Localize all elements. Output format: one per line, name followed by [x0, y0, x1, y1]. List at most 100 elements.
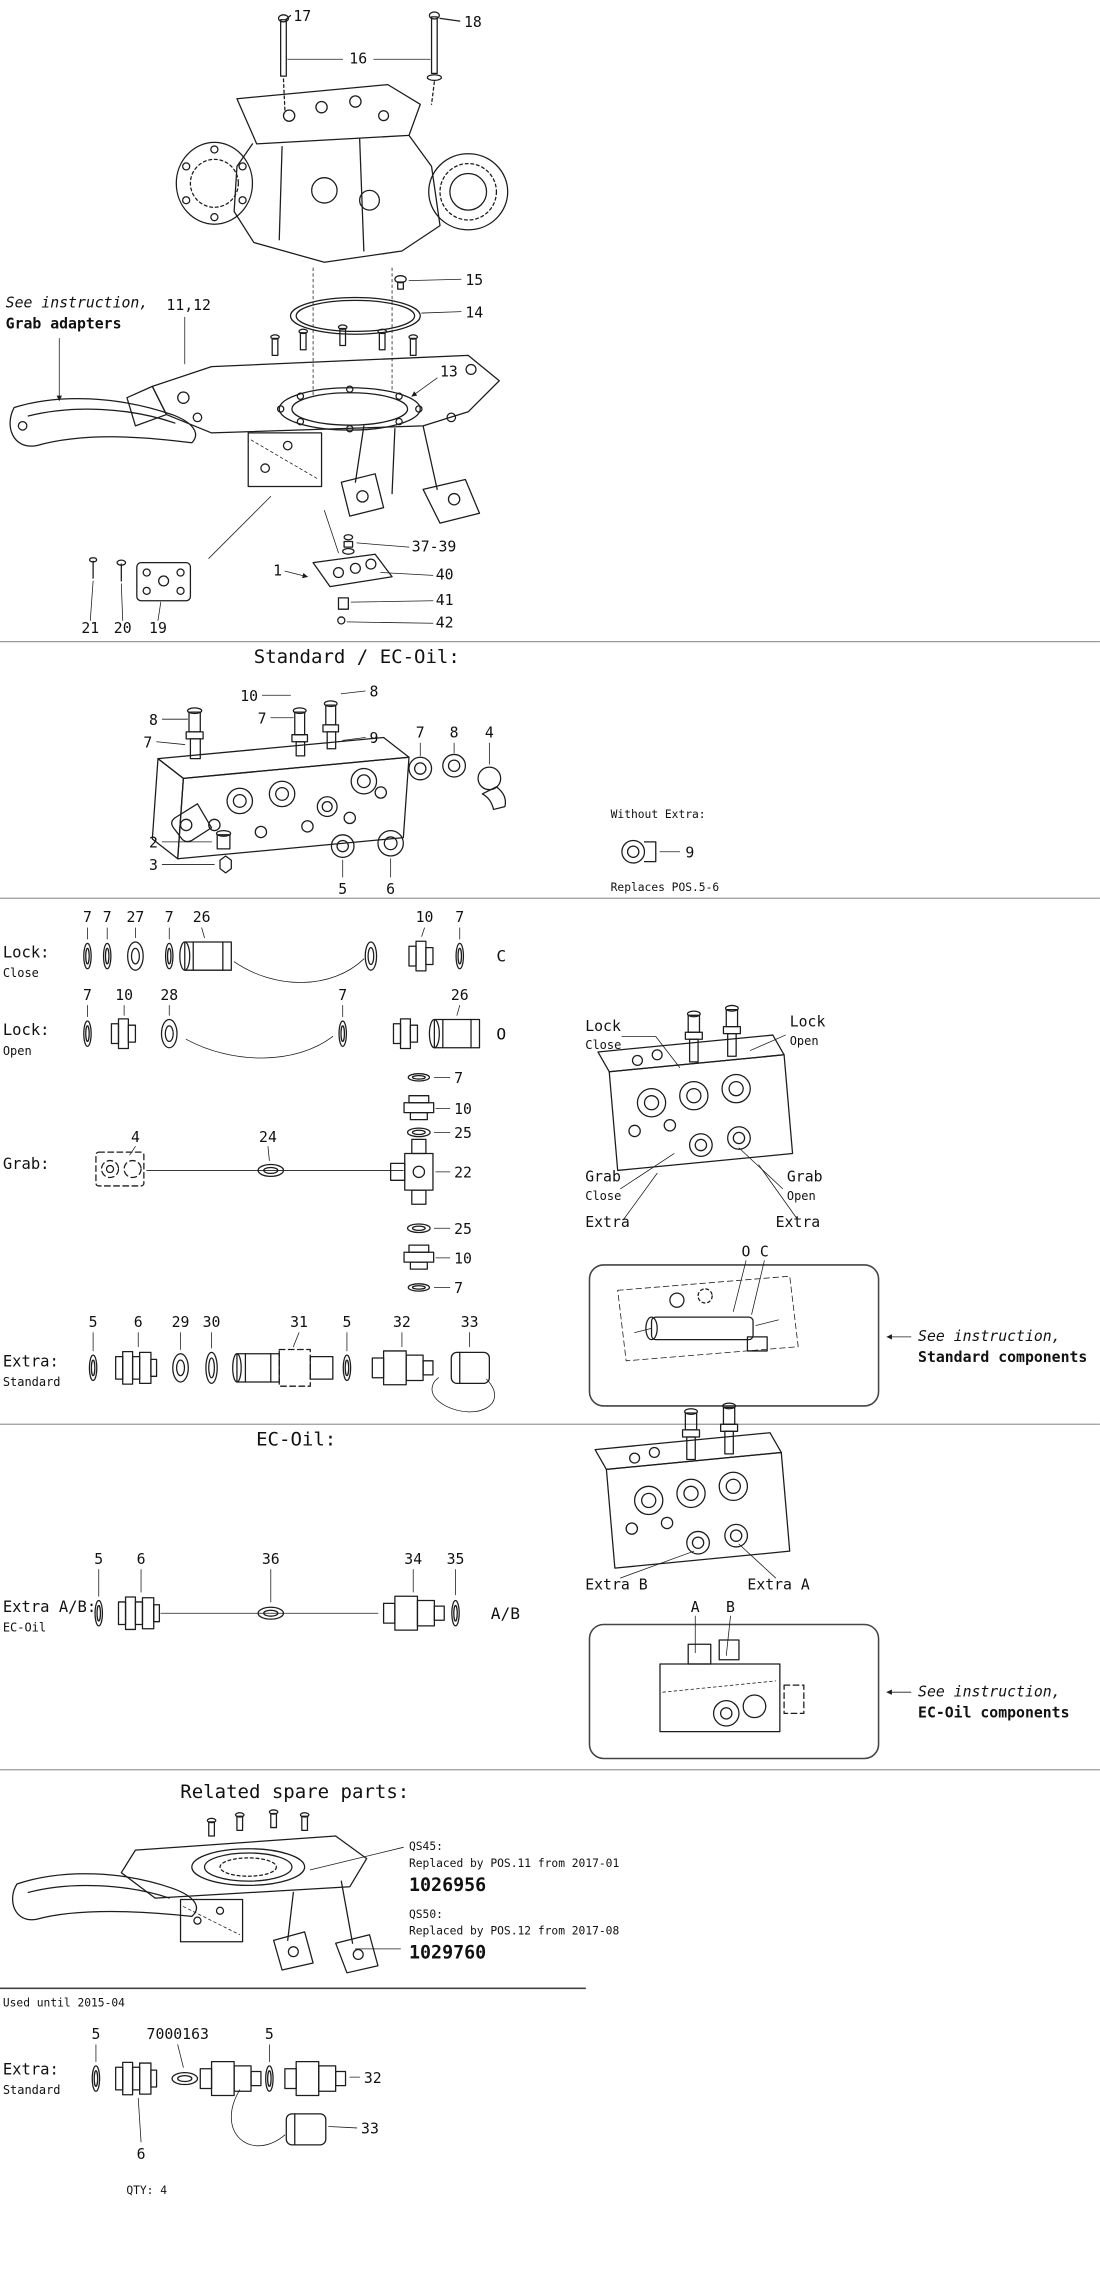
callout: 31 [290, 1314, 308, 1331]
callout: 5 [94, 1551, 103, 1568]
exploded-view-section: 17 18 16 [6, 8, 509, 637]
valve-lock-open-l1: Lock [790, 1014, 826, 1031]
callout: 30 [203, 1314, 221, 1331]
callout-20: 20 [114, 620, 132, 637]
lock-open-row: Lock: Open 7 10 28 7 26 O [3, 987, 506, 1059]
callout: 10 [416, 909, 434, 926]
callout: 29 [172, 1314, 190, 1331]
see-instruction-note-line1: See instruction, [918, 1328, 1061, 1345]
port-letter-c: C [496, 947, 506, 966]
extra-ab-row: Extra A/B: EC-Oil 5 6 36 34 35 A/B [3, 1551, 520, 1635]
callout-5: 5 [338, 881, 347, 898]
extra-old-label: Extra: [3, 2060, 59, 2078]
ecoil-valve-block [594, 1402, 791, 1579]
callout-42: 42 [436, 615, 454, 632]
extra-standard-old-row: 5 7000163 5 Extra: Standard 32 33 6 QTY:… [3, 2026, 382, 2197]
port-letter-a: A [691, 1599, 700, 1616]
callout-16: 16 [349, 50, 367, 67]
callout-40: 40 [436, 567, 454, 584]
callout-14: 14 [465, 304, 483, 321]
lock-close-label: Lock: [3, 943, 50, 961]
ecoil-title: EC-Oil: [256, 1428, 336, 1450]
callout: 7 [454, 1070, 463, 1087]
grab-label: Grab: [3, 1155, 50, 1173]
callout: 24 [259, 1129, 277, 1146]
callout: 33 [361, 2121, 379, 2138]
callout-3: 3 [149, 857, 158, 874]
callout-10: 10 [240, 688, 258, 705]
callout-18: 18 [464, 14, 482, 31]
qty-note: QTY: 4 [126, 2184, 167, 2197]
qs50-note: Replaced by POS.12 from 2017-08 [409, 1925, 619, 1938]
extra-standard-row: Extra: Standard 5 6 29 30 31 5 32 33 [3, 1314, 495, 1413]
port-letter-o: O [496, 1024, 506, 1043]
callout: 35 [447, 1551, 465, 1568]
qs50-label: QS50: [409, 1908, 443, 1921]
extra-ab-sublabel: EC-Oil [3, 1621, 46, 1635]
callout: 6 [137, 2146, 146, 2163]
plate-19-drawing [88, 557, 192, 621]
standard-ecoil-title: Standard / EC-Oil: [254, 646, 460, 668]
callout: 26 [193, 909, 211, 926]
callout: 7000163 [147, 2026, 209, 2043]
related-spare-parts-title: Related spare parts: [180, 1781, 409, 1803]
callout: 7 [455, 909, 464, 926]
extra-ab-label: Extra A/B: [3, 1598, 96, 1616]
callout-1: 1 [273, 562, 282, 579]
callout-37-39: 37-39 [412, 538, 457, 555]
standard-valve-block: Lock Close Lock Open Grab Close Grab Ope… [585, 1004, 826, 1231]
see-instruction-note-line2: Standard components [918, 1349, 1087, 1366]
valve-lock-open-l2: Open [790, 1034, 819, 1048]
see-instruction-note-line1: See instruction, [6, 294, 149, 311]
callout: 10 [454, 1101, 472, 1118]
callout: 32 [393, 1314, 411, 1331]
port-letter-b: B [726, 1599, 735, 1616]
valve-extra-right: Extra [776, 1214, 821, 1231]
lock-open-label: Lock: [3, 1021, 50, 1039]
callout-4: 4 [485, 725, 494, 742]
rotator-body-drawing [175, 78, 509, 396]
mini-valve-drawing [284, 534, 434, 625]
callout-8: 8 [450, 725, 459, 742]
callout: 5 [265, 2026, 274, 2043]
lock-close-row: Lock: Close 7 7 27 7 26 10 7 [3, 909, 506, 983]
callout: 7 [165, 909, 174, 926]
extra-old-sublabel: Standard [3, 2083, 61, 2097]
qs45-label: QS45: [409, 1840, 443, 1853]
extra-b-label: Extra B [585, 1576, 647, 1593]
lock-close-sublabel: Close [3, 966, 39, 980]
grab-row: Grab: 4 24 [3, 1070, 472, 1297]
callout: 26 [451, 987, 469, 1004]
callout: 25 [454, 1221, 472, 1238]
extra-a-label: Extra A [747, 1576, 809, 1593]
callout: 5 [91, 2026, 100, 2043]
callout: 5 [342, 1314, 351, 1331]
port-letter-c: C [760, 1243, 769, 1260]
bolt-17-drawing [277, 14, 292, 77]
oring-14-drawing [289, 296, 462, 335]
valve-grab-open-l1: Grab [787, 1169, 823, 1186]
callout-41: 41 [436, 592, 454, 609]
without-extra-title: Without Extra: [611, 808, 706, 821]
adapter-frame-drawing [126, 324, 500, 559]
without-extra-group: Without Extra: 9 Replaces POS.5-6 [611, 808, 720, 894]
callout: 7 [454, 1280, 463, 1297]
callout-2: 2 [149, 835, 158, 852]
bolt-18-drawing [426, 11, 461, 82]
ecoil-components-box: A B See instruction, EC-Oil components [588, 1599, 1070, 1760]
callout: 33 [461, 1314, 479, 1331]
qs45-note: Replaced by POS.11 from 2017-01 [409, 1857, 619, 1870]
related-spare-parts-section: Related spare parts: QS45: Replaced by P [0, 1781, 619, 2010]
callout-21: 21 [81, 620, 99, 637]
callout: 28 [160, 987, 178, 1004]
valve-lock-close-l2: Close [585, 1038, 621, 1052]
standard-components-box: O C See instruction, Standard components [588, 1243, 1087, 1407]
valve-grab-close-l2: Close [585, 1189, 621, 1203]
see-instruction-note-line2: EC-Oil components [918, 1705, 1069, 1722]
see-instruction-note-line1: See instruction, [918, 1683, 1061, 1700]
see-instruction-note-line2: Grab adapters [6, 316, 122, 333]
callout: 10 [115, 987, 133, 1004]
callout-8: 8 [149, 712, 158, 729]
